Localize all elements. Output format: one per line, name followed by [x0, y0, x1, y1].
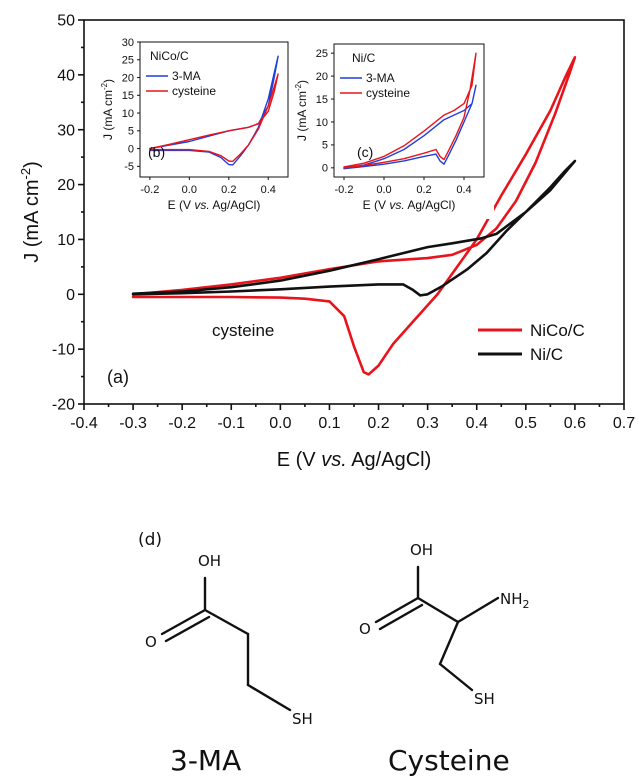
bond-c-o-a — [374, 596, 420, 624]
bond-c-sh — [438, 662, 474, 692]
y-tick-label: -20 — [52, 397, 75, 414]
inset-legend-label: 3-MA — [366, 71, 395, 85]
molecule-panel: (d) OH O SH 3-MA OH O NH2 SH Cysteine — [138, 530, 530, 777]
y-tick-label: 20 — [316, 71, 328, 83]
main-cv-chart: -0.4 -0.3 -0.2 -0.1 0.0 0.1 0.2 0.3 0.4 0.5 0.6 0.7… — [18, 13, 635, 471]
molecule-name-cysteine: Cysteine — [388, 744, 510, 777]
y-tick-label: 15 — [122, 90, 134, 102]
inset-background — [292, 38, 494, 219]
bond-c-c1 — [416, 596, 460, 624]
y-tick-label: 10 — [57, 232, 75, 249]
x-tick-label: 0.2 — [416, 184, 431, 196]
y-tick-label: 0 — [322, 163, 328, 175]
inset-panel-label: (c) — [357, 144, 373, 160]
legend-label: NiCo/C — [530, 321, 585, 340]
x-tick-label: 0.4 — [466, 415, 488, 432]
label-o-cys: O — [359, 620, 371, 638]
label-sh-cys: SH — [474, 690, 495, 708]
y-tick-label: 0 — [128, 143, 134, 155]
x-axis-label: E (V vs. Ag/AgCl) — [168, 198, 261, 212]
y-tick-label: 30 — [122, 37, 134, 49]
x-axis-label: E (V vs. Ag/AgCl) — [363, 198, 456, 212]
x-tick-label: 0.4 — [456, 184, 471, 196]
x-tick-label: -0.1 — [217, 415, 245, 432]
x-tick-label: 0.7 — [613, 415, 635, 432]
y-axis-label: J (mA cm-2) — [18, 161, 43, 263]
y-tick-label: 10 — [122, 108, 134, 120]
x-tick-label: -0.4 — [70, 415, 98, 432]
y-tick-label: -5 — [124, 161, 134, 173]
y-tick-label: 15 — [316, 94, 328, 106]
x-tick-label: 0.0 — [182, 184, 197, 196]
molecule-name-3ma: 3-MA — [170, 744, 241, 777]
x-tick-label: 0.4 — [261, 184, 276, 196]
series-line-cysteine — [149, 73, 279, 163]
y-tick-label: -10 — [52, 342, 75, 359]
label-sh-3ma: SH — [292, 710, 313, 728]
y-tick-label: 25 — [122, 55, 134, 67]
x-axis-label: E (V vs. Ag/AgCl) — [277, 449, 432, 471]
inset-legend-label: 3-MA — [172, 69, 201, 83]
x-tick-label: -0.2 — [168, 415, 196, 432]
bond-c-n — [456, 596, 500, 624]
label-o-3ma: O — [145, 633, 157, 651]
bond-c-c1 — [203, 608, 250, 636]
y-tick-label: 5 — [128, 126, 134, 138]
x-tick-label: -0.2 — [140, 184, 159, 196]
x-tick-label: 0.6 — [564, 415, 586, 432]
series-line-ni-c — [131, 159, 577, 297]
y-tick-label: 25 — [316, 48, 328, 60]
inset-chart-c: -0.2 0.0 0.2 0.4 0 5 10 15 20 25 E (V vs. Ag/AgCl)… — [292, 38, 494, 219]
y-tick-label: 5 — [322, 140, 328, 152]
x-tick-label: 0.5 — [515, 415, 537, 432]
inset-title: Ni/C — [352, 51, 376, 65]
y-tick-label: 20 — [122, 72, 134, 84]
inset-legend-label: cysteine — [366, 86, 410, 100]
x-tick-label: 0.2 — [367, 415, 389, 432]
bond-c-c2 — [438, 620, 460, 666]
y-axis-label: J (mA cm-2) — [100, 79, 115, 140]
plot-frame — [139, 41, 289, 178]
inset-legend-label: cysteine — [172, 84, 216, 98]
y-tick-label: 20 — [57, 177, 75, 194]
inset-background — [98, 36, 298, 219]
x-tick-label: 0.0 — [269, 415, 291, 432]
y-axis-label: J (mA cm-2) — [294, 80, 309, 141]
series-line-3-ma — [343, 84, 477, 170]
legend-label: Ni/C — [530, 345, 563, 364]
plot-frame — [333, 43, 485, 178]
bond-c-o-b — [378, 603, 424, 631]
panel-label-a: (a) — [107, 367, 129, 387]
inset-title: NiCo/C — [150, 49, 189, 63]
inset-chart-b: -0.2 0.0 0.2 0.4 -5 0 5 10 15 20 25 30 E (V vs. Ag/A… — [98, 36, 298, 219]
bond-c-o-a — [160, 608, 207, 636]
y-tick-label: 10 — [316, 117, 328, 129]
series-line-nico-c — [131, 56, 577, 376]
molecule-cysteine — [374, 565, 500, 692]
x-tick-label: -0.2 — [335, 184, 354, 196]
x-tick-label: -0.3 — [119, 415, 147, 432]
label-oh-3ma: OH — [198, 552, 221, 570]
x-tick-label: 0.0 — [376, 184, 391, 196]
molecule-3ma — [160, 576, 292, 712]
y-tick-label: 30 — [57, 122, 75, 139]
bond-c-o-b — [164, 615, 211, 643]
x-tick-label: 0.3 — [417, 415, 439, 432]
label-nh2-cys: NH2 — [500, 590, 530, 611]
y-tick-label: 50 — [57, 13, 75, 30]
label-oh-cys: OH — [410, 541, 433, 559]
y-tick-label: 0 — [66, 287, 75, 304]
x-tick-label: 0.2 — [221, 184, 236, 196]
x-tick-label: 0.1 — [318, 415, 340, 432]
panel-label-d: (d) — [138, 530, 162, 550]
series-line-cysteine — [343, 52, 477, 169]
bond-c-sh — [246, 683, 292, 712]
annotation-cysteine: cysteine — [212, 321, 274, 340]
inset-panel-label: (b) — [148, 144, 165, 160]
y-tick-label: 40 — [57, 67, 75, 84]
